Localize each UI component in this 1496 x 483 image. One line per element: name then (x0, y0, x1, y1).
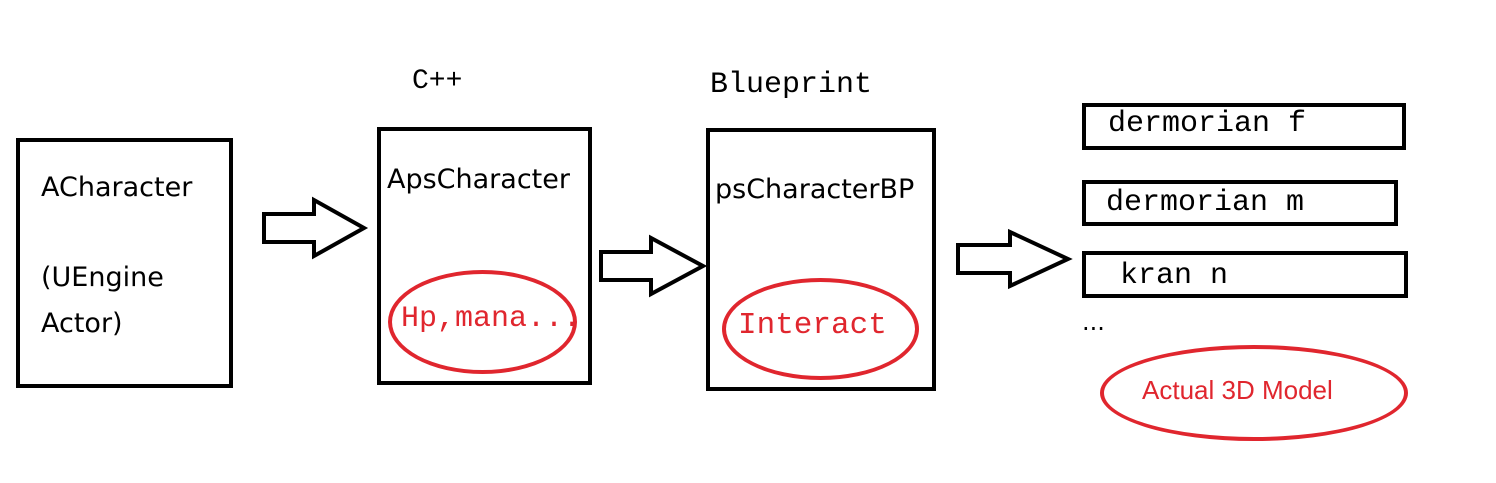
acharacter-title: ACharacter (41, 172, 193, 203)
pscharacterbp-note-ellipse (722, 278, 919, 380)
model-item: dermorian m (1082, 180, 1398, 226)
apscharacter-note-ellipse (388, 270, 577, 374)
more-ellipsis: ... (1082, 308, 1105, 336)
actual-3d-model-ellipse (1100, 345, 1408, 441)
actual-3d-model-label: Actual 3D Model (1142, 375, 1333, 405)
arrow-right-icon (262, 196, 369, 260)
pscharacterbp-note: Interact (738, 308, 887, 343)
acharacter-box: ACharacter (UEngine Actor) (16, 138, 233, 388)
acharacter-subtitle-line1: (UEngine (41, 262, 164, 293)
model-item: kran n (1082, 251, 1408, 298)
arrow-right-icon (956, 228, 1073, 290)
model-item-label: dermorian f (1108, 107, 1307, 141)
arrow-right-icon (599, 234, 708, 298)
model-item-label: kran n (1120, 259, 1229, 293)
header-cpp: C++ (412, 66, 463, 97)
acharacter-subtitle-line2: Actor) (41, 308, 123, 339)
pscharacterbp-title: psCharacterBP (715, 174, 915, 205)
model-item: dermorian f (1082, 103, 1406, 150)
model-item-label: dermorian m (1106, 186, 1305, 220)
header-blueprint: Blueprint (710, 68, 873, 102)
apscharacter-title: ApsCharacter (387, 164, 570, 195)
apscharacter-note: Hp,mana... (401, 302, 582, 336)
